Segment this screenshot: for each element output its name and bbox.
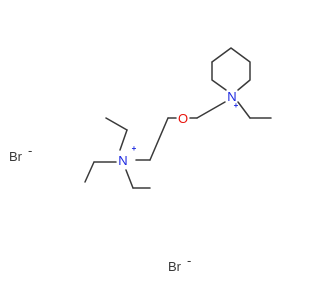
ammonium-ethyl-bond bbox=[105, 117, 128, 131]
atom-labels: N + O N + bbox=[118, 89, 238, 168]
linker-bond bbox=[196, 101, 226, 119]
ammonium-charge-label: + bbox=[132, 144, 137, 153]
ammonium-nitrogen-label: N bbox=[118, 153, 127, 168]
bromide-charge-label: - bbox=[28, 143, 32, 158]
piperidinium-charge-label: + bbox=[234, 101, 239, 110]
ammonium-ethyl-bond bbox=[84, 161, 95, 183]
bromide-label: Br bbox=[168, 259, 182, 274]
ammonium-ethyl-bond bbox=[119, 129, 128, 151]
structure-canvas: N + O N + Br - Br - bbox=[9, 47, 272, 274]
piperidinium-nitrogen-label: N bbox=[227, 89, 236, 104]
piperidine-ring-bond bbox=[211, 47, 251, 91]
bonds bbox=[84, 47, 272, 189]
bromide-charge-label: - bbox=[187, 253, 191, 268]
counterions: Br - Br - bbox=[9, 143, 191, 274]
oxygen-label: O bbox=[178, 111, 188, 126]
n-ethyl-bond bbox=[237, 101, 251, 119]
ammonium-ethyl-bond bbox=[125, 169, 134, 189]
bromide-label: Br bbox=[9, 149, 23, 164]
piperidine-ring-bond bbox=[211, 61, 227, 91]
linker-bond bbox=[149, 117, 169, 161]
